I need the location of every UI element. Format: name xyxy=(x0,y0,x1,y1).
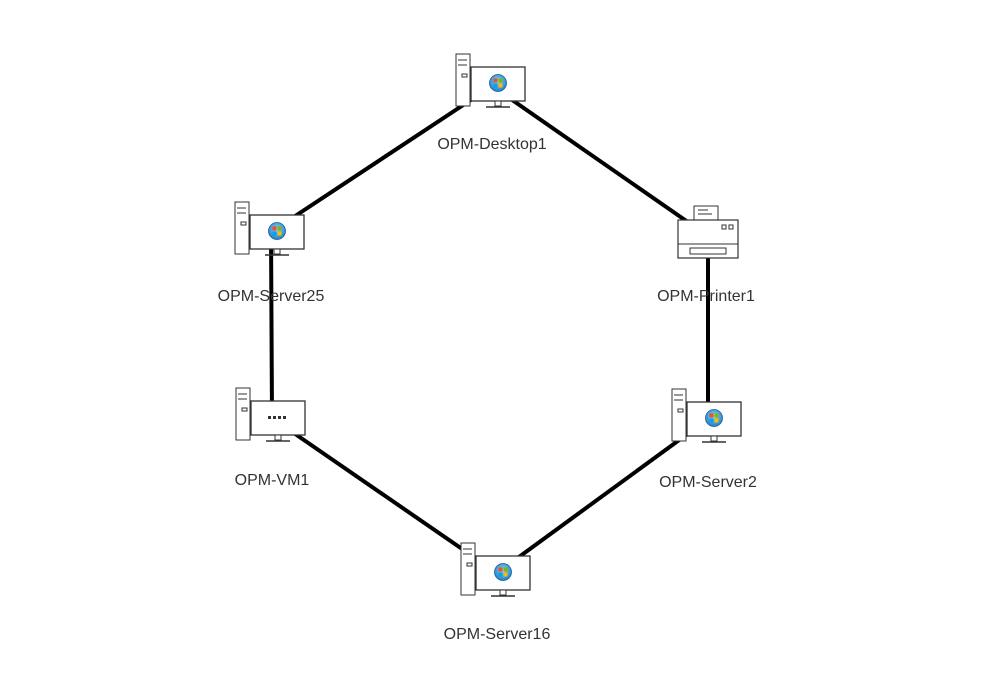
node-opm-desktop1[interactable]: OPM-Desktop1 xyxy=(437,53,547,153)
node-label: OPM-VM1 xyxy=(235,472,310,489)
printer-icon xyxy=(677,205,739,259)
node-opm-printer1[interactable]: OPM-Printer1 xyxy=(657,205,755,305)
node-opm-server16[interactable]: OPM-Server16 xyxy=(444,542,551,643)
node-opm-vm1[interactable]: OPM-VM1 xyxy=(235,387,310,489)
links xyxy=(269,84,710,575)
link-desktop1-printer1 xyxy=(490,84,710,238)
node-label: OPM-Desktop1 xyxy=(437,136,546,153)
windows-server-icon xyxy=(234,201,305,256)
link-server2-server16 xyxy=(495,417,710,575)
link-server25-desktop1 xyxy=(269,84,494,234)
node-label: OPM-Server16 xyxy=(444,626,551,643)
virtual-machine-icon xyxy=(235,387,306,442)
node-label: OPM-Server2 xyxy=(659,474,757,491)
node-opm-server2[interactable]: OPM-Server2 xyxy=(659,388,757,491)
node-label: OPM-Server25 xyxy=(218,288,325,305)
node-label: OPM-Printer1 xyxy=(657,288,755,305)
windows-server-icon xyxy=(671,388,742,443)
windows-desktop-icon xyxy=(455,53,526,108)
link-server16-vm1 xyxy=(270,416,499,575)
link-vm1-server25 xyxy=(269,231,274,419)
node-opm-server25[interactable]: OPM-Server25 xyxy=(218,201,325,305)
windows-server-icon xyxy=(460,542,531,597)
